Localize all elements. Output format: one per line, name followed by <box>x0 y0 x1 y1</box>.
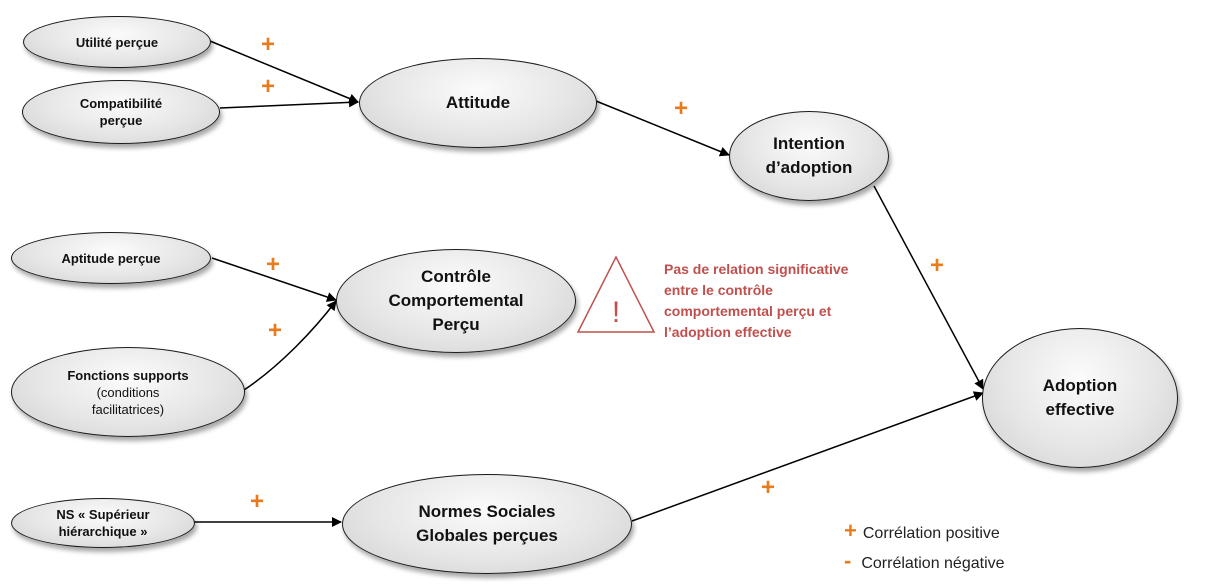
sign-ns-normes: + <box>250 488 265 515</box>
node-fonctions-supports: Fonctions supports (conditions facilitat… <box>11 347 245 437</box>
node-controle-line1: Contrôle <box>421 267 491 286</box>
legend-negative-label: Corrélation négative <box>861 555 1005 572</box>
sign-aptitude-controle: + <box>266 251 281 278</box>
node-adoption-effective: Adoption effective <box>982 328 1178 468</box>
warning-icon: ! <box>576 255 656 333</box>
legend-negative: -Corrélation négative <box>844 548 1005 574</box>
node-utilite-percue: Utilité perçue <box>23 16 211 68</box>
arrow-attitude-intention <box>595 100 730 157</box>
node-ns-line2: hiérarchique » <box>58 524 148 539</box>
node-aptitude-label: Aptitude perçue <box>61 250 161 266</box>
sign-compatibilite-attitude: + <box>261 73 276 100</box>
legend-positive: + Corrélation positive <box>844 518 1000 544</box>
warning-line-4: l’adoption effective <box>664 324 792 340</box>
node-compatibilite-line2: perçue <box>99 113 143 128</box>
warning-line-3: comportemental perçu et <box>664 303 832 319</box>
node-aptitude-percue: Aptitude perçue <box>11 232 211 284</box>
node-adoption-line2: effective <box>1045 400 1115 419</box>
legend-positive-label: Corrélation positive <box>862 525 1000 542</box>
node-adoption-line1: Adoption <box>1042 376 1118 395</box>
node-normes-line1: Normes Sociales <box>418 502 556 521</box>
arrow-utilite-attitude <box>209 40 359 104</box>
warning-line-2: entre le contrôle <box>664 282 773 298</box>
node-controle-comportemental: Contrôle Comportemental Perçu <box>336 249 576 353</box>
arrow-aptitude-controle <box>211 257 337 302</box>
sign-attitude-intention: + <box>674 95 689 122</box>
node-attitude: Attitude <box>359 58 597 148</box>
node-utilite-label: Utilité perçue <box>75 34 159 50</box>
warning-icon-mark: ! <box>612 296 620 329</box>
legend-positive-symbol: + <box>844 518 857 543</box>
node-controle-line2: Comportemental <box>388 291 524 310</box>
warning-line-1: Pas de relation significative <box>664 261 849 277</box>
node-fonctions-sub2: facilitatrices) <box>91 401 165 417</box>
sign-fonctions-controle: + <box>268 317 283 344</box>
node-fonctions-sub1: (conditions <box>96 384 160 400</box>
node-normes-sociales: Normes Sociales Globales perçues <box>342 474 632 574</box>
arrow-compatibilite-attitude <box>219 97 359 109</box>
sign-normes-adoption: + <box>761 474 776 501</box>
node-ns-superieur: NS « Supérieur hiérarchique » <box>11 498 195 548</box>
node-attitude-label: Attitude <box>445 93 511 112</box>
node-fonctions-title: Fonctions supports <box>67 367 189 383</box>
node-compatibilite-percue: Compatibilité perçue <box>22 80 220 144</box>
node-normes-line2: Globales perçues <box>416 526 558 545</box>
sign-intention-adoption: + <box>930 252 945 279</box>
node-intention-line2: d’adoption <box>765 158 853 177</box>
arrow-normes-adoption <box>631 391 984 522</box>
node-intention-line1: Intention <box>773 134 845 153</box>
arrow-intention-adoption <box>873 185 984 390</box>
node-compatibilite-line1: Compatibilité <box>79 96 163 111</box>
node-ns-line1: NS « Supérieur <box>56 507 150 522</box>
sign-utilite-attitude: + <box>261 31 276 58</box>
node-controle-line3: Perçu <box>432 315 480 334</box>
legend-negative-symbol: - <box>844 548 852 573</box>
node-intention-adoption: Intention d’adoption <box>729 111 889 201</box>
warning-message: Pas de relation significative entre le c… <box>664 259 924 343</box>
arrow-fonctions-controle <box>243 300 337 391</box>
